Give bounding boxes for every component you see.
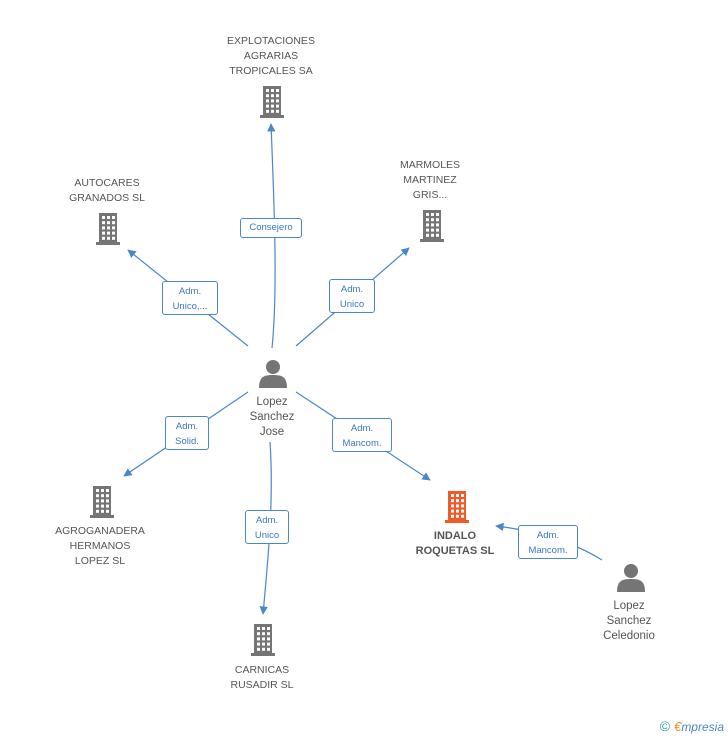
company-label-autocares: AUTOCARES GRANADOS SL [69, 177, 145, 204]
person-icon-jose [259, 360, 287, 388]
building-icon-agroganadera [90, 486, 114, 518]
building-icon-carnicas [251, 624, 275, 656]
company-label-agroganadera: AGROGANADERA HERMANOS LOPEZ SL [55, 525, 145, 567]
role-label-carnicas: Adm. Unico [245, 510, 289, 544]
building-icon-marmoles [420, 210, 444, 242]
company-label-explotaciones: EXPLOTACIONES AGRARIAS TROPICALES SA [227, 35, 315, 77]
building-icon-autocares [96, 213, 120, 245]
role-label-indalo-jose: Adm. Mancom. [332, 418, 392, 452]
building-icon-indalo [445, 491, 469, 523]
role-label-autocares: Adm. Unico,... [162, 281, 218, 315]
role-label-indalo-celedonio: Adm. Mancom. [518, 525, 578, 559]
brand-name: mpresia [681, 720, 724, 734]
person-label-celedonio: Lopez Sanchez Celedonio [603, 600, 655, 642]
person-icon-celedonio [617, 564, 645, 592]
person-label-jose: Lopez Sanchez Jose [249, 396, 295, 438]
copyright-icon: © [659, 718, 671, 734]
footer-brand: ©€mpresia [660, 718, 724, 734]
role-label-consejero: Consejero [240, 218, 302, 238]
edge-jose-explotaciones [267, 123, 276, 349]
nodes [90, 86, 645, 656]
company-label-marmoles: MARMOLES MARTINEZ GRIS... [399, 159, 461, 201]
brand-logo-e: € [674, 719, 682, 734]
building-icon-explotaciones [260, 86, 284, 118]
company-label-indalo: INDALO ROQUETAS SL [415, 530, 495, 557]
role-label-agroganadera: Adm. Solid. [165, 416, 209, 450]
company-label-carnicas: CARNICAS RUSADIR SL [230, 664, 294, 691]
role-label-marmoles: Adm. Unico [329, 279, 375, 313]
